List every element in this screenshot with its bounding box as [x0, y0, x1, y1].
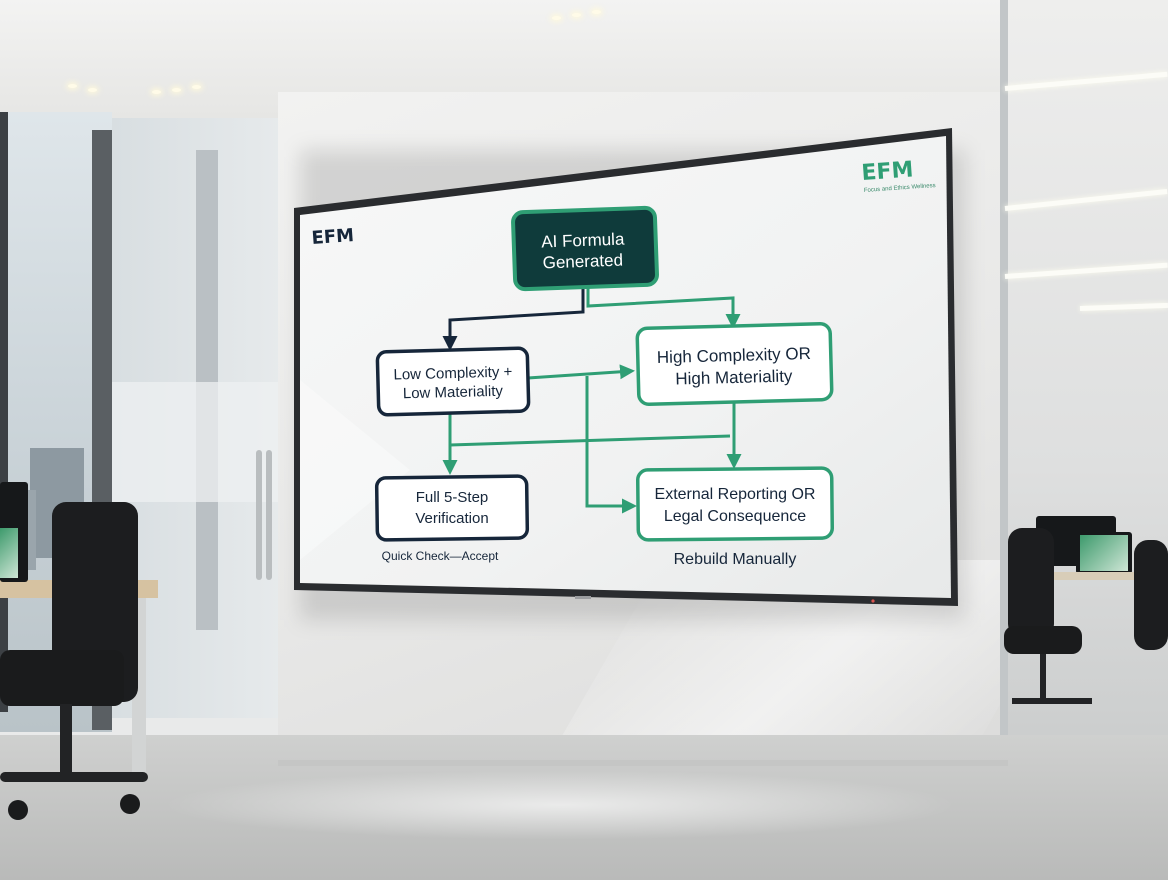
note-quick-check: Quick Check—Accept	[382, 549, 499, 563]
node-high-line-2: High Materiality	[675, 366, 793, 388]
connector-to-external	[585, 376, 637, 514]
floor-edge	[278, 760, 1008, 766]
door-handle	[266, 450, 272, 580]
floor-reflection	[160, 770, 960, 840]
ceiling-light	[572, 13, 581, 17]
glass-frame	[1000, 0, 1008, 780]
screen-glare	[300, 380, 410, 560]
office-chair-wheel	[120, 794, 140, 814]
tv-brand-mark	[575, 596, 591, 599]
node-start-line-1: AI Formula	[541, 230, 625, 252]
connector-low-to-high	[527, 364, 635, 380]
node-full-line-1: Full 5-Step	[416, 489, 489, 506]
laptop-screen	[1080, 535, 1128, 571]
node-high-complexity: High Complexity OR High Materiality	[635, 321, 834, 406]
monitor-screen	[0, 528, 18, 578]
node-full-verification: Full 5-Step Verification	[374, 474, 530, 542]
ceiling-light	[68, 84, 77, 88]
node-low-line-1: Low Complexity +	[393, 363, 512, 383]
logo-right-tagline: Focus and Ethics Wellness	[864, 183, 936, 194]
office-chair-base	[1040, 654, 1046, 700]
tv-power-led	[871, 599, 875, 603]
node-ai-formula-generated: AI Formula Generated	[511, 205, 659, 292]
node-full-line-2: Verification	[415, 510, 488, 527]
node-start-line-2: Generated	[542, 251, 623, 273]
ceiling-light	[172, 88, 181, 92]
node-low-line-2: Low Materiality	[403, 383, 504, 403]
office-desk	[1052, 572, 1168, 580]
node-high-line-1: High Complexity OR	[657, 344, 811, 367]
note-rebuild-manually: Rebuild Manually	[674, 551, 797, 568]
node-low-complexity: Low Complexity + Low Materiality	[375, 346, 531, 417]
logo-left: EFM	[311, 225, 355, 249]
door-handle	[256, 450, 262, 580]
frosted-band	[112, 382, 278, 502]
logo-right: EFM	[861, 157, 915, 186]
node-external-reporting: External Reporting OR Legal Consequence	[635, 466, 835, 542]
node-external-line-1: External Reporting OR	[655, 486, 816, 503]
office-chair-seat	[0, 650, 124, 706]
ceiling-light	[552, 16, 561, 20]
ceiling-light	[88, 88, 97, 92]
office-chair-base	[1012, 698, 1092, 704]
office-chair-seat	[1004, 626, 1082, 654]
connector-start-to-high	[586, 288, 741, 329]
ceiling-light	[192, 85, 201, 89]
office-chair	[1134, 540, 1168, 650]
connector-start-to-low	[442, 288, 585, 351]
connector-cross	[449, 434, 731, 447]
node-external-line-2: Legal Consequence	[664, 508, 806, 525]
ceiling-light	[592, 10, 601, 14]
ceiling-light	[152, 90, 161, 94]
office-chair-wheel	[8, 800, 28, 820]
office-chair-base	[0, 772, 148, 782]
office-chair-base	[60, 704, 72, 774]
office-chair	[1008, 528, 1054, 638]
window-mullion	[0, 112, 8, 712]
